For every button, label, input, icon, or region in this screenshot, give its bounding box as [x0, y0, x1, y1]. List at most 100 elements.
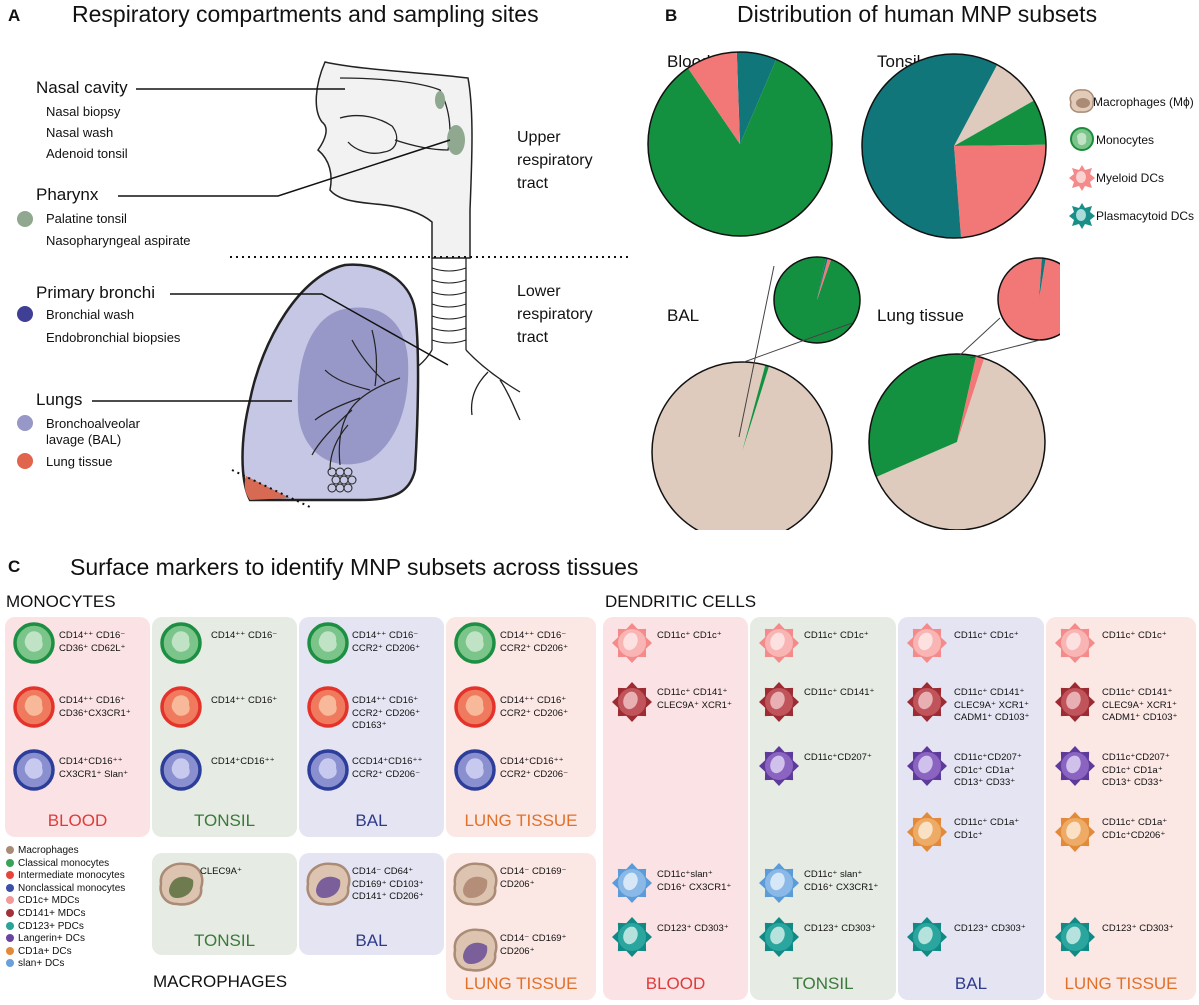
pdc-icon: [759, 917, 799, 957]
nasal-item: Nasal wash: [46, 125, 114, 140]
tongue-outline: [339, 114, 398, 154]
lung-zoom-line: [969, 339, 1041, 359]
tissue-label-tonsil: TONSIL: [193, 931, 256, 950]
marker-text: CD123⁺ CD303⁺: [804, 923, 876, 934]
marker-text: CD14⁻ CD64⁺ CD169⁺ CD103⁺ CD141⁺ CD206⁺: [352, 866, 424, 902]
intermediate-monocyte-icon: [307, 686, 349, 728]
bal-zoom-line: [743, 322, 853, 363]
tissue-label-tonsil: TONSIL: [193, 811, 256, 830]
tissue-label-bal: BAL: [355, 931, 388, 950]
marker-text: CD11c⁺ CD141⁺ CLEC9A⁺ XCR1⁺ CADM1⁺ CD103…: [1102, 687, 1178, 723]
nonclassical-monocyte-icon: [160, 749, 202, 791]
alveoli-cluster: [327, 467, 357, 493]
legend-dot: [6, 959, 14, 968]
lung-tissue-cut-line: [231, 469, 313, 509]
cd1c-mdc-icon: [1055, 623, 1095, 663]
legend-dot: [6, 846, 14, 854]
cd141-mdc-icon: [1055, 682, 1095, 722]
marker-text: CD14⁺CD16⁺⁺: [211, 756, 275, 767]
lungs-item: Bronchoalveolar: [46, 416, 140, 431]
pie-slice-myeloid-dcs: [957, 356, 985, 442]
marker-text: CD11c⁺CD207⁺ CD1c⁺ CD1a⁺ CD13⁺ CD33⁺: [1102, 752, 1170, 788]
marker-text: CD123⁺ CD303⁺: [954, 923, 1026, 934]
legend-macrophages: Macrophages (Mϕ): [1093, 95, 1194, 109]
pie-slice-monocytes: [648, 59, 832, 237]
lung-bronchi-region: [297, 307, 409, 465]
pie-slice-monocytes: [774, 257, 860, 344]
slan-dc-icon: [612, 863, 652, 903]
marker-text: CD11c⁺ CD1c⁺: [1102, 630, 1167, 641]
cell-type-legend-item: Macrophages: [6, 845, 125, 858]
nonclassical-monocyte-icon: [13, 749, 55, 791]
intermediate-monocyte-icon: [13, 686, 55, 728]
tissue-label-lung: LUNG TISSUE: [1064, 974, 1178, 993]
marker-text: CD11c⁺ CD1a⁺ CD1c⁺CD206⁺: [1102, 817, 1168, 841]
langerin-dc-icon: [759, 746, 799, 786]
panel-b-letter: B: [665, 6, 678, 25]
intermediate-monocyte-icon: [160, 686, 202, 728]
intermediate-monocyte-icon: [454, 686, 496, 728]
pdc-icon: [1055, 917, 1095, 957]
legend-dot: [6, 908, 14, 917]
marker-text: CD14⁺CD16⁺⁺ CX3CR1⁺ Slan⁺: [59, 756, 129, 780]
legend-dot: [6, 858, 14, 867]
mnp-pie-charts: [647, 51, 1060, 530]
classical-monocyte-icon: [454, 622, 496, 664]
pharynx-dot: [17, 211, 33, 227]
nasal-item: Nasal biopsy: [46, 104, 121, 119]
marker-text: CD11c⁺ CD1c⁺: [657, 630, 722, 641]
dendritic-cells-heading: DENDRITIC CELLS: [605, 592, 757, 611]
legend-dot: [6, 896, 14, 905]
panel-b-title: Distribution of human MNP subsets: [737, 1, 1098, 27]
monocyte-legend-icon: [1070, 127, 1094, 151]
bronchial-tree: [311, 329, 401, 471]
cell-type-legend-item: CD1c+ MDCs: [6, 895, 125, 908]
pie-blood: [647, 51, 833, 237]
pie-slice-monocytes: [869, 353, 977, 477]
pie-slice-myeloid-dcs: [954, 144, 1046, 238]
marker-text: CD11c⁺ CD1a⁺ CD1c⁺: [954, 817, 1020, 841]
macrophage-icon: [159, 862, 204, 906]
legend-dot: [6, 883, 14, 892]
bronchi-dot: [17, 306, 33, 322]
pharynx-item: Nasopharyngeal aspirate: [46, 233, 191, 248]
pie-slice-plasmacytoid-dcs: [862, 53, 998, 238]
marker-text: CD123⁺ CD303⁺: [1102, 923, 1174, 934]
pharynx-label: Pharynx: [36, 185, 99, 204]
marker-text: CCD14⁺CD16⁺⁺ CCR2⁺ CD206⁻: [352, 756, 423, 780]
monocytes-heading: MONOCYTES: [6, 592, 116, 611]
cell-type-legend-item: CD1a+ DCs: [6, 946, 125, 959]
bal-zoom-line: [738, 265, 775, 438]
pie-slice-myeloid-dcs: [688, 52, 740, 144]
macrophage-icon: [453, 862, 498, 906]
bronchi-item: Bronchial wash: [46, 307, 135, 322]
marker-text: CD14⁺⁺ CD16⁻: [211, 630, 278, 641]
marker-text: CD11c⁺ CD1c⁺: [954, 630, 1019, 641]
panel-c-letter: C: [8, 557, 21, 576]
pdc-icon: [907, 917, 947, 957]
pie-outline: [647, 51, 833, 237]
marker-text: CD14⁺⁺ CD16⁻ CD36⁺ CD62L⁺: [59, 630, 126, 654]
pie-label-lung: Lung tissue: [877, 306, 964, 325]
cd141-mdc-icon: [907, 682, 947, 722]
pie-tonsil: [861, 53, 1047, 239]
nonclassical-monocyte-icon: [454, 749, 496, 791]
macrophage-legend-icon: [1069, 89, 1095, 113]
primary-bronchi-label: Primary bronchi: [36, 283, 156, 302]
tissue-label-lung: LUNG TISSUE: [464, 974, 578, 993]
cd1c-mdc-icon: [612, 623, 652, 663]
cd1a-dc-icon: [907, 812, 947, 852]
marker-text: CD14⁺⁺ CD16⁺ CD36⁺CX3CR1⁺: [59, 695, 131, 719]
macrophages-heading: MACROPHAGES: [153, 972, 288, 991]
pharynx-leader-line: [118, 139, 451, 197]
classical-monocyte-icon: [13, 622, 55, 664]
legend-cell-icons: [1069, 89, 1095, 229]
legend-myeloid-dcs: Myeloid DCs: [1096, 171, 1165, 185]
pie-slice-macrophages-m-: [652, 362, 832, 530]
cd1a-dc-icon: [1055, 812, 1095, 852]
respiratory-anatomy-illustration: [17, 61, 628, 509]
lungs-label: Lungs: [36, 390, 83, 409]
